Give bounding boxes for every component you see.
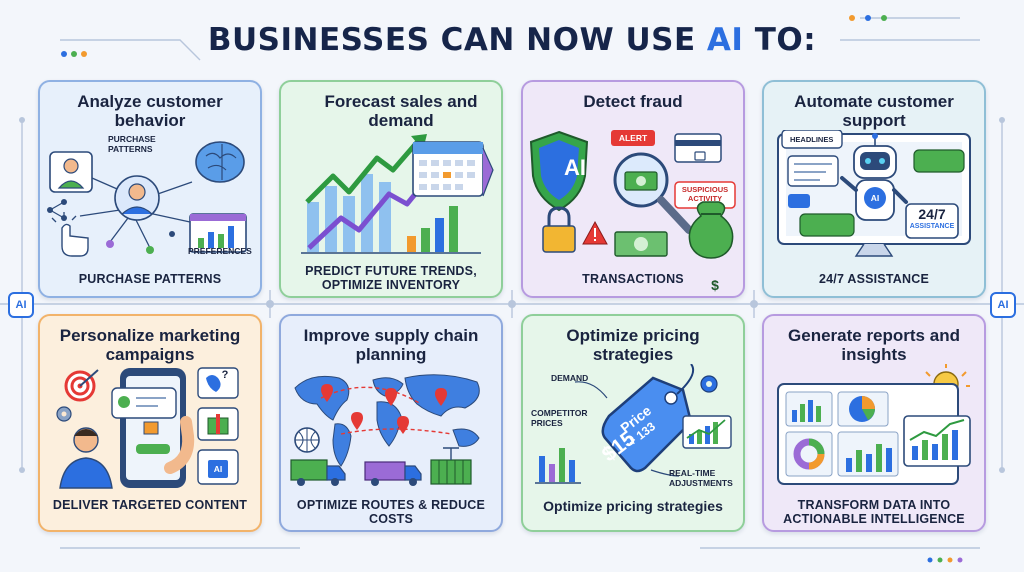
warning-icon: [582, 220, 608, 245]
card-personalize-marketing: Personalize marketing campaigns: [38, 314, 262, 532]
hours-label: 24/7: [918, 206, 946, 222]
magnifier-icon: [613, 152, 693, 234]
gear-icon: [700, 375, 718, 393]
card-footer: PREDICT FUTURE TRENDS, OPTIMIZE INVENTOR…: [305, 264, 477, 292]
user-profile-icon: [49, 151, 93, 193]
gift-icon: [197, 407, 239, 441]
container-icon: [430, 447, 472, 485]
card-footer: DELIVER TARGETED CONTENT: [52, 498, 248, 512]
card-detect-fraud: Detect fraud: [521, 80, 745, 298]
pricing-illustration: [535, 364, 732, 484]
card-footer: TRANSACTIONS: [582, 272, 684, 286]
alert-badge: [611, 130, 655, 146]
real-time-adjustments-label: REAL-TIME ADJUSTMENTS: [669, 468, 733, 488]
card-analyze-customer-behavior: Analyze customer behavior: [38, 80, 262, 298]
padlock-icon: [542, 206, 576, 253]
bag-ai-label: AI: [213, 464, 223, 474]
gear-icon: [56, 406, 72, 422]
chat-bubble-icon: [787, 149, 965, 237]
headlines-box: [781, 130, 843, 149]
cargo-truck-icon: [364, 461, 422, 486]
line-chart-icon: [682, 415, 732, 449]
card-title: Optimize pricing strategies: [566, 326, 700, 364]
title-suffix: TO:: [743, 22, 817, 58]
marketing-illustration: [56, 367, 239, 489]
card-optimize-pricing: Optimize pricing strategies DEMAND COMPE…: [521, 314, 745, 532]
question-label: ?: [221, 369, 229, 381]
card-title: Personalize marketing campaigns: [59, 326, 241, 364]
preferences-label: PREFERENCES: [188, 246, 252, 256]
robot-ai-label: AI: [870, 193, 880, 203]
reports-illustration: [777, 364, 971, 485]
world-map-icon: [294, 374, 480, 467]
bar-chart-icon: [301, 174, 481, 254]
title-highlight: AI: [706, 22, 744, 58]
card-footer: Optimize pricing strategies: [543, 498, 723, 514]
globe-icon: [294, 427, 320, 453]
map-card-icon: [197, 367, 239, 399]
person-icon: [59, 416, 195, 489]
supply-chain-illustration: [290, 374, 480, 486]
card-footer: OPTIMIZE ROUTES & REDUCE COSTS: [296, 498, 486, 526]
shopping-bag-icon: [197, 449, 239, 485]
headlines-label: HEADLINES: [790, 135, 834, 144]
card-title: Analyze customer behavior: [77, 92, 223, 130]
alert-label: ALERT: [618, 133, 648, 143]
card-footer: PURCHASE PATTERNS: [78, 272, 222, 286]
forecast-illustration: [301, 134, 494, 254]
bar-chart-icon: [535, 448, 581, 484]
right-ai-badge-text: AI: [997, 299, 1009, 311]
card-title: Improve supply chain planning: [303, 326, 479, 364]
card-title: Forecast sales and demand: [324, 92, 478, 130]
card-title: Detect fraud: [583, 92, 683, 111]
left-ai-badge-text: AI: [15, 299, 27, 311]
donut-chart-icon: [793, 438, 825, 470]
location-pin-icon: [321, 384, 447, 434]
banknote-icon: [614, 231, 668, 257]
credit-card-icon: [674, 133, 722, 163]
click-hand-icon: [51, 212, 89, 257]
assistance-label: ASSISTANCE: [909, 223, 955, 230]
right-ai-badge: AI: [990, 292, 1016, 318]
left-ai-badge: AI: [8, 292, 34, 318]
assistance-box: [905, 203, 959, 239]
price-tag-icon: [601, 364, 695, 473]
truck-icon: [290, 459, 346, 486]
bar-chart-icon: [189, 213, 247, 253]
line-chart-icon: [903, 415, 971, 467]
money-bag-icon: [688, 201, 734, 259]
title-prefix: BUSINESSES CAN NOW USE: [207, 22, 707, 58]
shield-ai-label: AI: [564, 155, 586, 180]
purchase-patterns-label: PURCHASE PATTERNS: [108, 134, 156, 154]
brain-icon: [195, 141, 245, 183]
money-bag-symbol: $: [711, 277, 719, 293]
demand-label: DEMAND: [551, 373, 589, 383]
page-title: BUSINESSES CAN NOW USE AI TO:: [0, 22, 1024, 58]
card-title: Automate customer support: [794, 92, 954, 130]
support-illustration: [777, 130, 971, 257]
card-footer: 24/7 ASSISTANCE: [819, 272, 929, 286]
target-icon: [64, 369, 99, 402]
card-title: Generate reports and insights: [788, 326, 960, 364]
card-generate-reports: Generate reports and insights: [762, 314, 986, 532]
calendar-icon: [412, 141, 494, 197]
fraud-illustration: [529, 130, 736, 259]
card-forecast-sales: Forecast sales and demand: [279, 80, 503, 298]
suspicious-activity-label: SUSPICIOUS ACTIVITY: [681, 185, 729, 203]
shield-icon: [529, 130, 589, 212]
card-supply-chain: Improve supply chain planning: [279, 314, 503, 532]
customer-behavior-illustration: [47, 141, 247, 257]
card-automate-support: Automate customer support HEADLINES AI 2…: [762, 80, 986, 298]
competitor-prices-label: COMPETITOR PRICES: [531, 408, 588, 428]
robot-icon: [840, 133, 908, 221]
card-footer: TRANSFORM DATA INTO ACTIONABLE INTELLIGE…: [783, 498, 965, 526]
user-avatar-icon: [114, 175, 160, 221]
smartphone-icon: [111, 368, 186, 488]
pie-chart-icon: [849, 396, 875, 422]
